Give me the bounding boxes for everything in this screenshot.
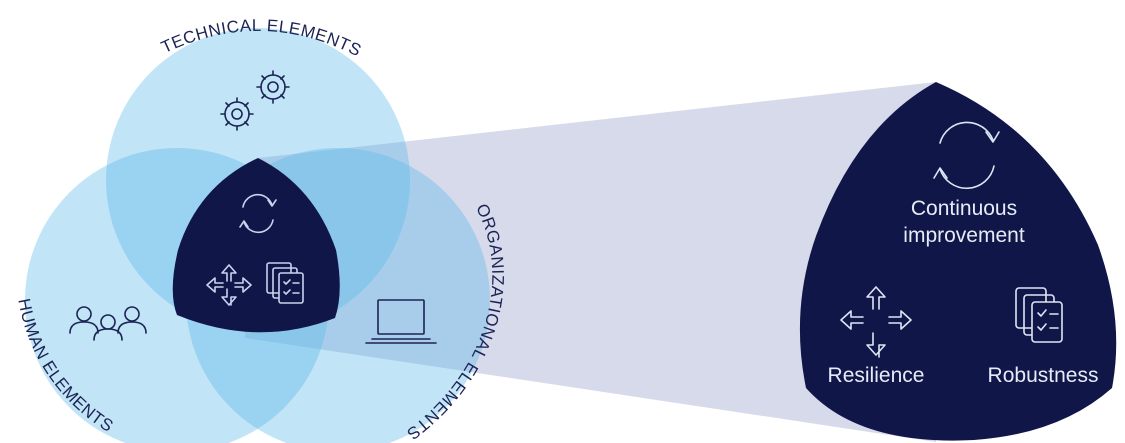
gears-icon <box>220 70 290 131</box>
core-checklist-stack-icon <box>266 262 304 304</box>
resilience-label: Resilience <box>828 364 925 387</box>
improvement-label: improvement <box>903 224 1025 247</box>
core-refresh-icon <box>239 193 277 234</box>
zoom-funnel <box>245 82 936 442</box>
checklist-stack-icon <box>1015 287 1063 343</box>
robustness-label: Robustness <box>988 364 1099 387</box>
core-arrows-directions-icon <box>206 264 252 306</box>
laptop-icon <box>365 299 437 344</box>
arrows-directions-icon <box>840 286 912 358</box>
people-icon <box>69 306 147 341</box>
refresh-cycle-icon <box>933 121 1000 190</box>
continuous-label: Continuous <box>911 197 1017 220</box>
